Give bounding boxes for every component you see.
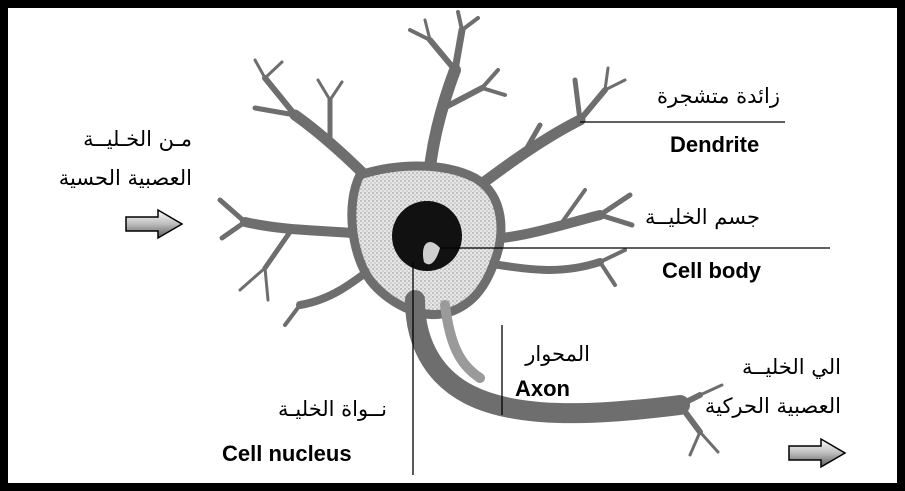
cell-body-label-ar: جسم الخليــة: [645, 205, 760, 229]
to-motor-line1: الي الخليــة: [742, 355, 841, 379]
nucleus-label-ar: نــواة الخليـة: [278, 397, 387, 421]
dendrite-label-en: Dendrite: [670, 132, 759, 158]
right-arrow-icon: [126, 210, 182, 238]
right-arrow-icon: [789, 439, 845, 467]
dendrite-label-ar: زائدة متشجرة: [657, 84, 780, 108]
axon-label-en: Axon: [515, 376, 570, 402]
cell-body-label-en: Cell body: [662, 258, 761, 284]
nucleus-label-en: Cell nucleus: [222, 441, 352, 467]
axon-label-ar: المحوار: [525, 342, 590, 366]
cell-nucleus-shape: [392, 201, 462, 271]
from-sensory-line1: مـن الخـليــة: [83, 127, 192, 151]
to-motor-line2: العصبية الحركية: [705, 394, 841, 418]
from-sensory-line2: العصبية الحسية: [59, 166, 192, 190]
